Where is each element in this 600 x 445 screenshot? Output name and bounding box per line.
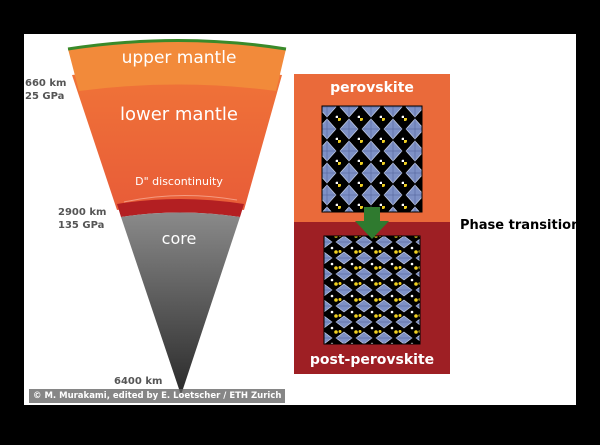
d-discontinuity-label: D" discontinuity [135,175,223,188]
pressure-value: 135 GPa [58,220,105,231]
depth-marker-6400: 6400 km [114,375,162,388]
core-region [121,212,240,395]
lower-mantle-region [72,68,282,210]
d-double-prime-layer [117,199,244,217]
diagram-canvas: upper mantle lower mantle D" discontinui… [24,34,576,405]
depth-value: 6400 km [114,376,163,387]
upper-mantle-region [68,40,286,91]
image-credit: © M. Murakami, edited by E. Loetscher / … [29,389,286,403]
transition-arrow [355,207,389,239]
perovskite-crystal-image [321,105,423,213]
phase-transition-label: Phase transition [460,218,576,233]
depth-marker-660: 660 km 25 GPa [25,77,66,103]
post-perovskite-crystal-image [323,235,421,345]
phase-panel [294,74,450,374]
depth-marker-2900: 2900 km 135 GPa [58,206,106,232]
pressure-value: 25 GPa [25,91,65,102]
depth-value: 2900 km [58,207,107,218]
earth-wedge [67,39,287,395]
crust-line [67,39,287,51]
depth-value: 660 km [25,78,67,89]
upper-mantle-label: upper mantle [121,48,237,68]
post-perovskite-label: post-perovskite [309,352,435,368]
d-layer-highlight [123,194,238,203]
perovskite-label: perovskite [330,80,414,96]
core-label: core [161,229,197,248]
lower-mantle-label: lower mantle [119,104,239,125]
